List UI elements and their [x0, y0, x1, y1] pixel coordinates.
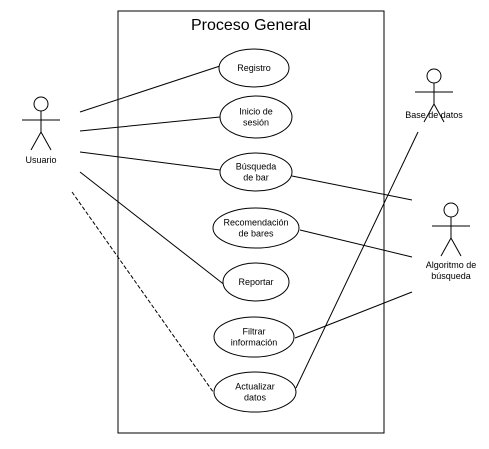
use-case-ellipse: [212, 207, 300, 249]
use-case-label: Reportar: [238, 277, 273, 287]
actor-label: Algoritmo de: [426, 260, 477, 270]
association-filtrar-informacion-algoritmo: [294, 291, 413, 339]
actor-left-leg: [30, 131, 42, 151]
use-case-registro: Registro: [218, 48, 290, 88]
actor-left-leg: [440, 237, 452, 257]
use-case-ellipse: [213, 371, 297, 413]
use-case-label: sesión: [243, 118, 269, 128]
actor-head: [443, 202, 459, 218]
use-case-label: Recomendación: [223, 218, 288, 228]
use-case-ellipse: [219, 95, 293, 139]
actor-base-de-datos: [415, 68, 453, 123]
actor-right-leg: [450, 237, 462, 257]
association-recomendacion-bares-algoritmo: [299, 229, 413, 258]
actor-label: búsqueda: [431, 271, 471, 281]
association-usuario-busqueda-bar: [79, 151, 221, 171]
use-case-label: datos: [244, 393, 267, 403]
association-lines: [71, 65, 419, 397]
actor-head: [33, 96, 49, 112]
use-case-label: de bares: [238, 229, 274, 239]
actor-usuario: [22, 96, 60, 151]
use-case-label: Registro: [237, 63, 271, 73]
use-case-ellipse: [213, 316, 295, 358]
actor-head: [426, 68, 442, 84]
use-case-label: información: [231, 338, 278, 348]
use-case-reportar: Reportar: [222, 262, 290, 302]
system-title: Proceso General: [191, 17, 311, 34]
use-case-ellipse: [218, 48, 290, 88]
association-usuario-registro: [79, 65, 221, 113]
actor-algoritmo: [432, 202, 470, 257]
association-usuario-reportar: [79, 171, 227, 287]
actor-right-leg: [433, 103, 445, 123]
actor-label: Base de datos: [405, 110, 463, 120]
use-case-label: Actualizar: [235, 382, 275, 392]
association-busqueda-bar-algoritmo: [291, 175, 413, 201]
system-boundary: [117, 10, 385, 434]
use-case-label: de bar: [243, 173, 269, 183]
actor-left-leg: [423, 103, 435, 123]
use-case-ellipse: [222, 262, 290, 302]
use-case-label: Filtrar: [243, 327, 266, 337]
actor-label: Usuario: [25, 155, 56, 165]
use-case-ellipse: [219, 152, 293, 192]
use-case-label: Inicio de: [239, 107, 273, 117]
association-actualizar-datos-base-de-datos: [295, 131, 419, 389]
actor-right-leg: [40, 131, 52, 151]
use-case-label: Búsqueda: [236, 162, 277, 172]
association-usuario-inicio-sesion: [79, 116, 221, 132]
